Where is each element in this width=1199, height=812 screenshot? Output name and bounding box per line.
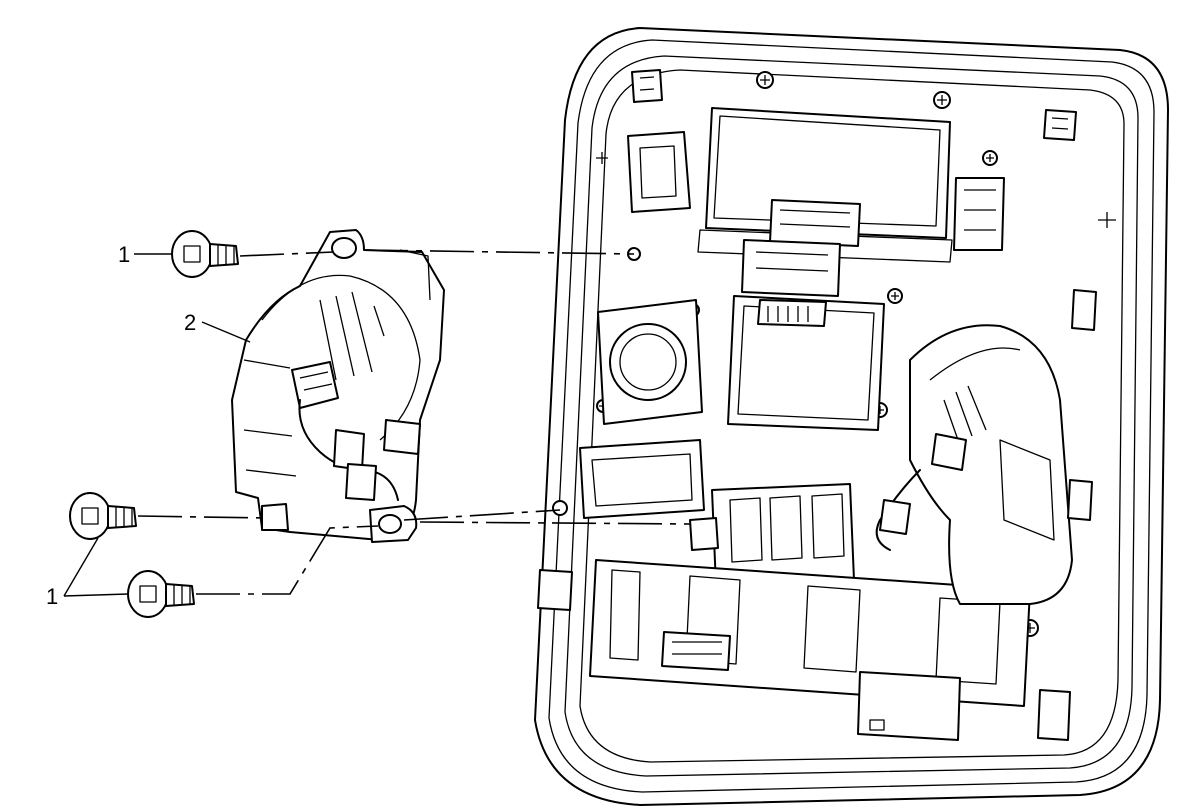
mount-ear-top xyxy=(331,237,357,259)
center-module xyxy=(727,239,885,431)
latch-upper-left xyxy=(596,131,691,213)
fastener-bottom-1 xyxy=(69,492,137,540)
callout-1-top: 1 xyxy=(118,242,172,267)
connector-bank-bottom xyxy=(537,559,1071,741)
connector-upper-right xyxy=(953,177,1005,251)
display-housing xyxy=(697,107,953,263)
removed-component xyxy=(231,229,445,543)
speaker xyxy=(597,299,703,425)
top-clip-right xyxy=(1043,109,1077,141)
right-edge-clips xyxy=(1067,212,1116,521)
callout-label: 2 xyxy=(184,310,196,335)
alignment-lines xyxy=(137,249,691,595)
callout-1-bottom: 1 xyxy=(46,537,129,609)
mount-ear-bottom xyxy=(261,503,418,543)
fastener-bottom-2 xyxy=(127,570,195,618)
callout-2: 2 xyxy=(184,310,251,343)
console-bezel xyxy=(534,27,1169,806)
callout-label: 1 xyxy=(46,584,58,609)
callout-label: 1 xyxy=(118,242,130,267)
lower-bracket xyxy=(579,439,855,587)
top-clip-left xyxy=(631,69,663,103)
installed-component xyxy=(875,324,1073,605)
fastener-top xyxy=(171,230,239,278)
